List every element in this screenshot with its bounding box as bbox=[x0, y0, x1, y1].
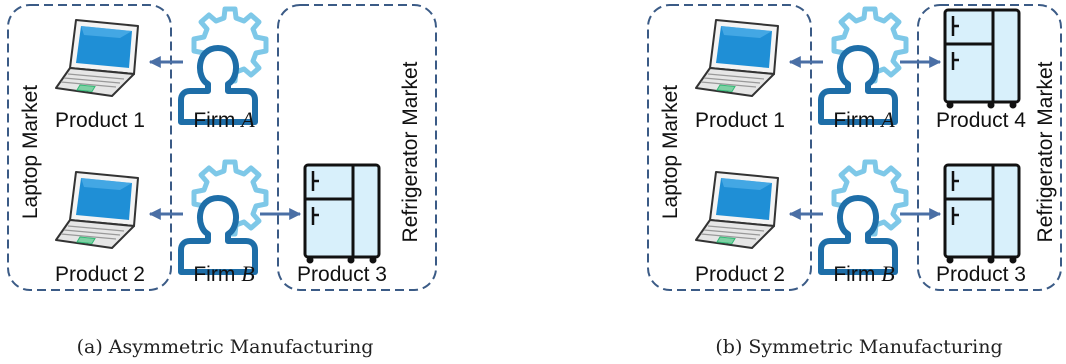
refrigerator-icon bbox=[303, 163, 381, 265]
refrigerator-icon bbox=[943, 8, 1021, 110]
caption-b: (b) Symmetric Manufacturing bbox=[715, 336, 1002, 358]
refrigerator-market-label: Refrigerator Market bbox=[399, 61, 422, 242]
product-2-label: Product 2 bbox=[695, 263, 785, 286]
laptop-icon bbox=[55, 19, 139, 97]
firm-b-label: Firm B bbox=[833, 261, 894, 286]
panel-a: Laptop Market Refrigerator Market Produc… bbox=[7, 4, 437, 358]
refrigerator-market-box bbox=[277, 4, 437, 291]
laptop-market-box bbox=[7, 4, 172, 291]
laptop-icon bbox=[55, 171, 139, 249]
product-3-label: Product 3 bbox=[297, 263, 387, 286]
panel-b: Laptop Market Refrigerator Market Produc… bbox=[647, 4, 1062, 358]
laptop-icon bbox=[695, 171, 779, 249]
refrigerator-market-label: Refrigerator Market bbox=[1034, 61, 1057, 242]
refrigerator-market-box bbox=[917, 4, 1062, 291]
laptop-market-label: Laptop Market bbox=[19, 85, 42, 219]
firm-b-label: Firm B bbox=[193, 261, 254, 286]
product-1-label: Product 1 bbox=[695, 109, 785, 132]
laptop-icon bbox=[695, 19, 779, 97]
firm-a-label: Firm A bbox=[193, 107, 255, 132]
product-1-label: Product 1 bbox=[55, 109, 145, 132]
laptop-market-label: Laptop Market bbox=[659, 85, 682, 219]
laptop-market-box bbox=[647, 4, 812, 291]
product-4-label: Product 4 bbox=[936, 109, 1026, 132]
product-2-label: Product 2 bbox=[55, 263, 145, 286]
product-3-label: Product 3 bbox=[936, 263, 1026, 286]
caption-a: (a) Asymmetric Manufacturing bbox=[77, 336, 374, 358]
firm-a-label: Firm A bbox=[833, 107, 895, 132]
refrigerator-icon bbox=[943, 163, 1021, 265]
